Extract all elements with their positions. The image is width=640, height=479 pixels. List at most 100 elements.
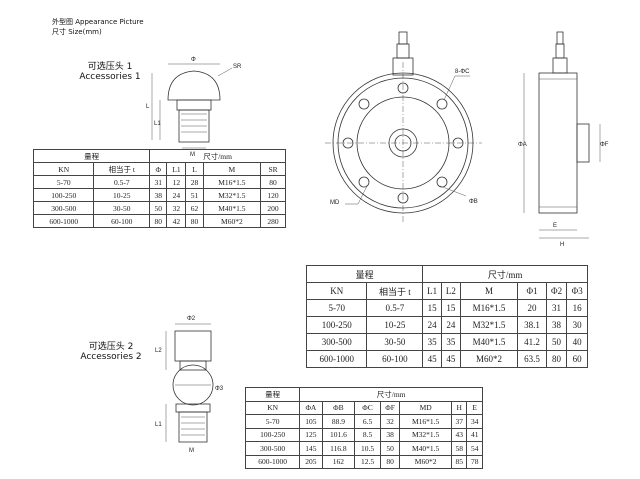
accessory2-en: Accessories 2	[80, 352, 142, 362]
table-cell: M32*1.5	[399, 427, 452, 442]
table-cell: 38	[149, 188, 168, 202]
table-cell: 105	[299, 414, 323, 429]
table-cell: 6.5	[354, 414, 381, 429]
table-cell: 100-250	[244, 427, 301, 442]
t2-column-headers: KN 相当于 t L1 L2 M Φ1 Φ2 Φ3	[305, 282, 588, 300]
t2-col-m: M	[459, 282, 519, 300]
table-cell: 12.5	[354, 454, 381, 469]
t2-range-header: 量程	[305, 265, 424, 283]
dim-e-label: E	[553, 223, 557, 229]
front-bolt-circle	[356, 96, 450, 190]
t3-range-header: 量程	[244, 387, 301, 402]
table-cell: 34	[466, 414, 483, 429]
table-cell: 15	[441, 299, 461, 317]
table-cell: M32*1.5	[202, 188, 262, 202]
dim-b-label: ΦB	[469, 199, 478, 205]
dim-m2-label: M	[189, 448, 194, 454]
table-cell: 38	[545, 316, 568, 334]
t2-col-ton: 相当于 t	[366, 282, 424, 300]
t3-col-phia: ΦA	[299, 400, 323, 415]
t3-col-phib: ΦB	[321, 400, 356, 415]
accessory2-thread	[178, 411, 208, 443]
table-cell: 38.1	[517, 316, 547, 334]
table-cell: 32	[379, 414, 401, 429]
table-cell: 43	[450, 427, 468, 442]
t1-col-l: L	[185, 162, 204, 176]
dim-phi3-label: Φ3	[215, 386, 224, 392]
t2-size-header: 尺寸/mm	[422, 265, 588, 283]
table-cell: M16*1.5	[202, 175, 262, 189]
table-cell: 37	[450, 414, 468, 429]
table-cell: M16*1.5	[459, 299, 519, 317]
table-cell: 300-500	[305, 333, 368, 351]
accessory2-top-cap	[174, 330, 212, 362]
dim-l1b-label: L1	[155, 422, 162, 428]
t2-col-phi2: Φ2	[545, 282, 568, 300]
table-cell: 35	[441, 333, 461, 351]
accessory2-cn: 可选压头 2	[88, 342, 134, 352]
table-cell: M40*1.5	[459, 333, 519, 351]
table-cell: 30	[566, 316, 588, 334]
t1-col-m: M	[202, 162, 262, 176]
table-cell: 60-100	[366, 350, 424, 368]
table-cell: 80	[260, 175, 286, 189]
table-cell: 63.5	[517, 350, 547, 368]
accessory1-cn: 可选压头 1	[87, 62, 133, 72]
table-cell: 80	[379, 454, 401, 469]
accessory2-label: 可选压头 2 Accessories 2	[66, 342, 156, 362]
t1-col-kn: KN	[32, 162, 95, 176]
front-outer-circle	[332, 72, 474, 214]
accessory1-thread	[178, 109, 210, 143]
header-appearance: 外型图 Appearance Picture	[52, 18, 144, 26]
table-cell: 145	[299, 441, 323, 456]
dim-h-label: H	[560, 242, 564, 248]
table-cell: 15	[422, 299, 442, 317]
table-cell: 100-250	[32, 188, 95, 202]
table-cell: 35	[422, 333, 442, 351]
accessory2-ball	[172, 364, 214, 406]
table-cell: 205	[299, 454, 323, 469]
table-cell: 125	[299, 427, 323, 442]
table-cell: 80	[185, 214, 204, 228]
table-cell: 280	[260, 214, 286, 228]
table-cell: 28	[185, 175, 204, 189]
t3-col-e: E	[466, 400, 483, 415]
table-cell: M16*1.5	[399, 414, 452, 429]
front-center-hole	[388, 128, 418, 158]
table-cell: M60*2	[202, 214, 262, 228]
t1-col-ton: 相当于 t	[93, 162, 151, 176]
table-cell: 40	[566, 333, 588, 351]
t3-col-h: H	[450, 400, 468, 415]
t3-column-headers: KN ΦA ΦB ΦC ΦF MD H E	[244, 400, 483, 415]
table-cell: 54	[466, 441, 483, 456]
table-cell: 10-25	[93, 188, 151, 202]
table-cell: M60*2	[399, 454, 452, 469]
table-cell: M32*1.5	[459, 316, 519, 334]
table-cell: 38	[379, 427, 401, 442]
t2-col-l2: L2	[441, 282, 461, 300]
t3-size-header: 尺寸/mm	[299, 387, 483, 402]
table-cell: 42	[166, 214, 187, 228]
table-cell: 101.6	[321, 427, 356, 442]
table-cell: 80	[149, 214, 168, 228]
table-cell: 162	[321, 454, 356, 469]
accessory1-label: 可选压头 1 Accessories 1	[70, 62, 150, 82]
t3-col-md: MD	[399, 400, 452, 415]
dim-md-label: MD	[330, 200, 340, 206]
table-cell: 62	[185, 201, 204, 215]
table-cell: 30-50	[366, 333, 424, 351]
t1-col-phi: Φ	[149, 162, 168, 176]
table-cell: 200	[260, 201, 286, 215]
table-cell: 16	[566, 299, 588, 317]
dim-a-label: ΦA	[518, 142, 527, 148]
